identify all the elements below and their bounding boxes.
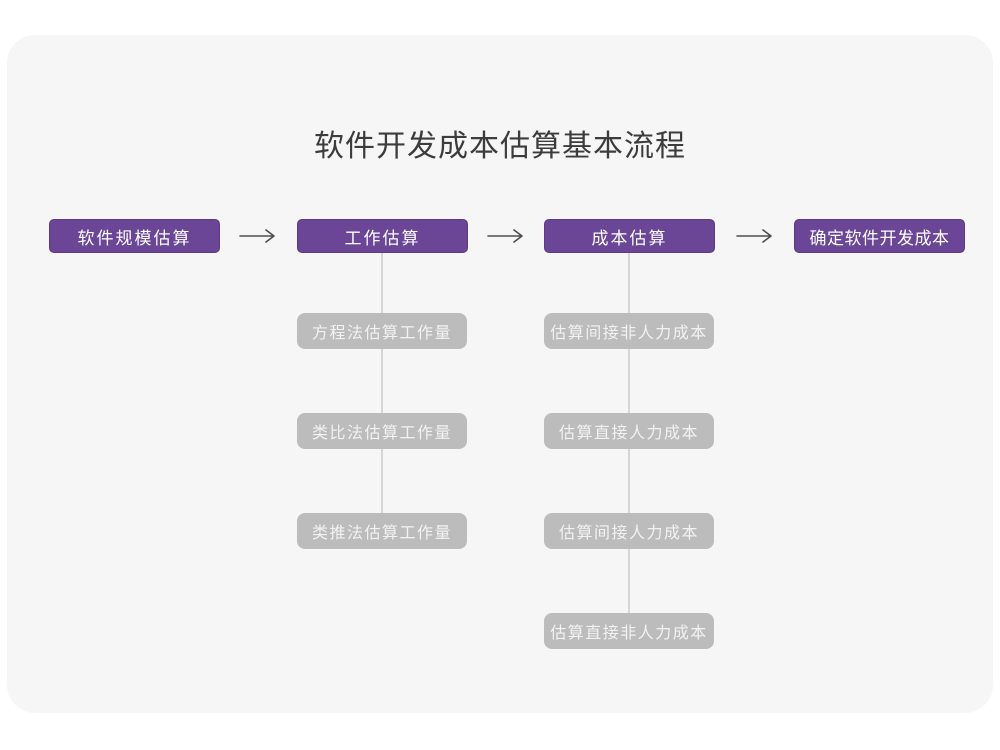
step-cost-estimation: 成本估算 bbox=[544, 219, 715, 253]
work-method-extrapolation: 类推法估算工作量 bbox=[297, 513, 467, 549]
sub-box-label: 估算直接人力成本 bbox=[558, 425, 699, 442]
sub-box-label: 估算直接非人力成本 bbox=[550, 625, 708, 642]
step-label: 工作估算 bbox=[344, 228, 421, 248]
diagram-title: 软件开发成本估算基本流程 bbox=[314, 130, 686, 163]
step-label: 软件规模估算 bbox=[77, 228, 192, 248]
step-software-size-estimation: 软件规模估算 bbox=[49, 219, 220, 253]
sub-box-label: 类比法估算工作量 bbox=[311, 425, 452, 442]
work-method-equation: 方程法估算工作量 bbox=[297, 313, 467, 349]
cost-item-direct-labor: 估算直接人力成本 bbox=[544, 413, 714, 449]
sub-box-label: 方程法估算工作量 bbox=[311, 325, 452, 342]
arrow-right-icon bbox=[736, 229, 772, 243]
step-determine-development-cost: 确定软件开发成本 bbox=[794, 219, 965, 253]
sub-box-label: 估算间接非人力成本 bbox=[550, 325, 708, 342]
arrow-right-icon bbox=[487, 229, 523, 243]
step-work-estimation: 工作估算 bbox=[297, 219, 468, 253]
step-label: 确定软件开发成本 bbox=[809, 228, 950, 248]
sub-box-label: 类推法估算工作量 bbox=[311, 525, 452, 542]
flowchart-canvas: 软件开发成本估算基本流程 软件规模估算 工作估算 成本估算 确定软件开发成本 方 bbox=[7, 35, 993, 713]
connector-line-work bbox=[381, 253, 383, 515]
arrow-right-icon bbox=[239, 229, 275, 243]
cost-item-direct-non-labor: 估算直接非人力成本 bbox=[544, 613, 714, 649]
work-method-analogy: 类比法估算工作量 bbox=[297, 413, 467, 449]
sub-box-label: 估算间接人力成本 bbox=[558, 525, 699, 542]
cost-item-indirect-labor: 估算间接人力成本 bbox=[544, 513, 714, 549]
cost-item-indirect-non-labor: 估算间接非人力成本 bbox=[544, 313, 714, 349]
step-label: 成本估算 bbox=[591, 228, 668, 248]
